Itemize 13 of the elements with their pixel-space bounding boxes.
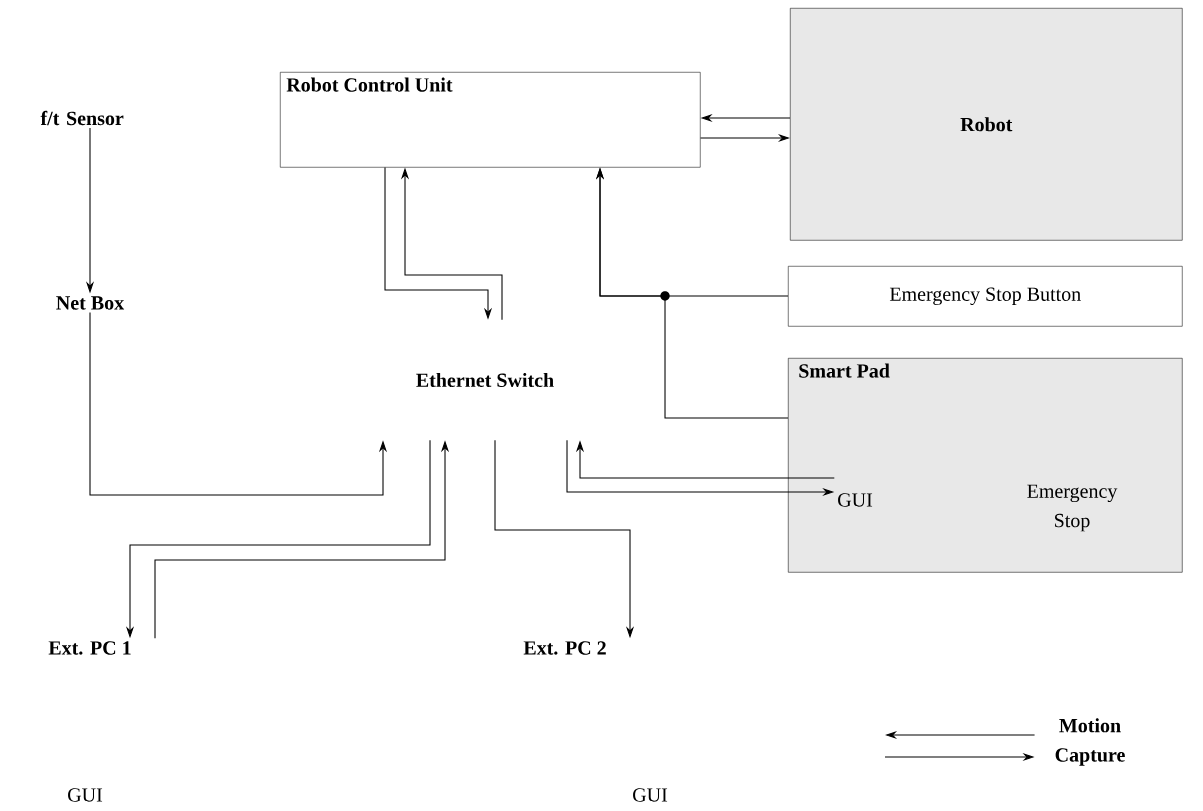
button-box: Emergency Stop Button bbox=[788, 266, 1183, 327]
stop-label: Emergency Stop bbox=[1027, 484, 1118, 532]
robot-box: Robot bbox=[790, 8, 1183, 241]
motion-capture-label: Motion Capture bbox=[1055, 718, 1125, 766]
pc-label: Ext. PC 2 bbox=[523, 641, 606, 655]
device-label: Net Box bbox=[56, 296, 125, 310]
pc-label: Ext. PC 1 bbox=[48, 641, 131, 655]
sensor-label: f/t Sensor bbox=[40, 110, 124, 126]
gui-label: GUI bbox=[838, 493, 873, 507]
gui-label: GUI bbox=[633, 788, 668, 802]
unit-box: Robot Control Unit bbox=[280, 72, 701, 168]
switch-label: Ethernet Switch bbox=[416, 373, 554, 388]
gui-label: GUI bbox=[68, 788, 103, 802]
